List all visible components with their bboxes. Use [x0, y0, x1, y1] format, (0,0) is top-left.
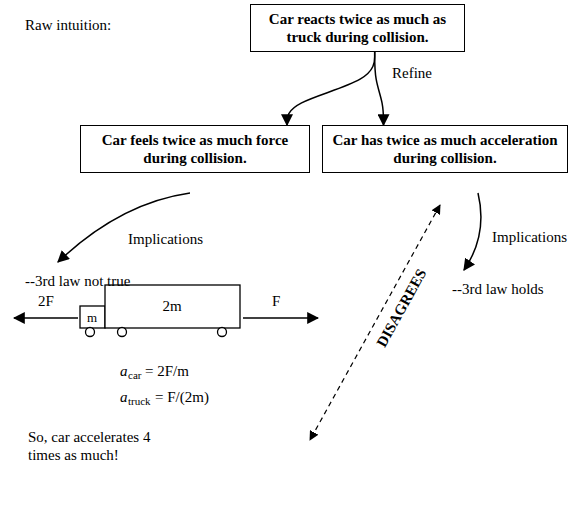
force-arrow: [243, 317, 318, 319]
refinement-box: Car feels twice as much force during col…: [80, 125, 310, 173]
implication-arrow: [58, 193, 190, 262]
conclusion-note: So, car accelerates 4 times as much!: [28, 428, 178, 464]
box-text: Car has twice as much acceleration durin…: [330, 131, 560, 167]
truck-body: [105, 285, 240, 328]
implication-note: --3rd law holds: [452, 280, 544, 298]
equation-symbol: a: [120, 362, 128, 380]
equation-text: = F/(2m): [155, 388, 209, 406]
equation-symbol: a: [120, 388, 128, 406]
force-label: 2F: [38, 292, 54, 310]
box-text: Car reacts twice as much as truck during…: [258, 10, 457, 46]
implications-label: Implications: [492, 228, 567, 246]
disagree-arrow: [310, 205, 440, 440]
car-body: [80, 306, 105, 328]
mass-label: m: [87, 310, 97, 326]
refinement-box: Car has twice as much acceleration durin…: [322, 125, 568, 173]
equation-subscript: truck: [128, 395, 151, 408]
wheel: [218, 328, 227, 337]
box-text: Car feels twice as much force during col…: [88, 131, 302, 167]
refine-arrow: [287, 52, 375, 125]
intro-label: Raw intuition:: [25, 16, 111, 34]
disagrees-label: DISAGREES: [372, 266, 430, 351]
equation-subscript: car: [128, 369, 141, 382]
implications-label: Implications: [128, 230, 203, 248]
wheel: [86, 328, 95, 337]
mass-label: 2m: [163, 297, 182, 315]
force-arrow: [14, 317, 78, 319]
implication-arrow: [464, 193, 481, 270]
wheel: [118, 328, 127, 337]
equation-text: = 2F/m: [145, 362, 189, 380]
refine-arrow: [375, 52, 384, 125]
force-label: F: [272, 292, 280, 310]
refine-label: Refine: [392, 64, 432, 82]
implication-note: --3rd law not true: [25, 272, 130, 290]
intuition-box: Car reacts twice as much as truck during…: [250, 4, 465, 52]
